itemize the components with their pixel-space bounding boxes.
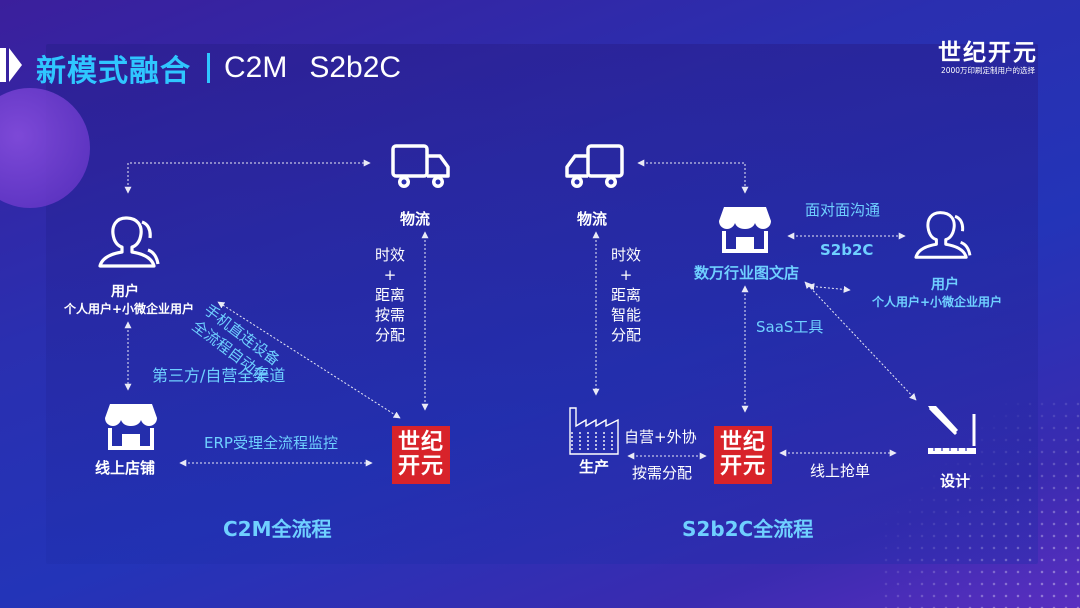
- link-logistics-store: [637, 159, 749, 194]
- store-icon: [719, 207, 771, 253]
- right-design-label: 设计: [940, 472, 971, 490]
- user-icon: [914, 211, 972, 259]
- brand-tagline: 2000万印刷定制用户的选择: [940, 66, 1036, 75]
- title-sub: C2M S2b2C: [224, 51, 423, 85]
- right-logistics-label: 物流: [577, 210, 608, 228]
- left-footer: C2M全流程: [223, 517, 332, 541]
- title-main: 新模式融合: [36, 54, 191, 89]
- logo-line-2: 开元: [719, 454, 766, 479]
- link-user-logistics: [124, 159, 371, 194]
- right-stack-item: +: [619, 266, 633, 284]
- logo-line-1: 世纪: [719, 430, 766, 455]
- right-stack-item: 智能: [610, 306, 641, 324]
- factory-icon: [569, 407, 619, 455]
- title-sub-c2m: C2M: [224, 51, 288, 84]
- right-user-sub: 个人用户+小微企业用户: [872, 295, 1003, 309]
- logo-line-1: 世纪: [397, 430, 444, 455]
- title-sub-s2b2c: S2b2C: [309, 51, 402, 84]
- right-production-label: 生产: [579, 458, 610, 476]
- right-s2b2c-link: S2b2C: [820, 241, 874, 259]
- design-icon: [928, 406, 976, 454]
- right-self-outsource: 自营+外协: [624, 428, 697, 446]
- title-separator: [207, 53, 210, 83]
- left-logistics-label: 物流: [400, 210, 431, 228]
- store-icon: [105, 404, 157, 450]
- right-stack-item: 分配: [610, 326, 641, 344]
- right-saas: SaaS工具: [756, 318, 824, 336]
- left-vertical-stack: 时效 + 距离 按需 分配: [368, 245, 412, 345]
- right-store-label: 数万行业图文店: [694, 264, 800, 282]
- left-stack-item: 距离: [374, 286, 405, 304]
- user-icon: [98, 216, 160, 268]
- right-face-to-face: 面对面沟通: [805, 201, 881, 219]
- link-store-design: [804, 281, 917, 401]
- right-stack-item: 距离: [610, 286, 641, 304]
- right-stack-item: 时效: [610, 246, 641, 264]
- right-online-grab: 线上抢单: [810, 462, 871, 480]
- brand-logo: 世纪开元 2000万印刷定制用户的选择: [936, 40, 1040, 76]
- right-vertical-stack: 时效 + 距离 智能 分配: [604, 245, 648, 345]
- right-on-demand: 按需分配: [632, 464, 693, 482]
- brand-name: 世纪开元: [938, 40, 1038, 66]
- left-user-label: 用户: [111, 284, 139, 300]
- link-store-user-diag: [807, 283, 851, 293]
- truck-icon: [565, 144, 624, 188]
- left-stack-item: 分配: [374, 326, 405, 344]
- truck-icon: [391, 144, 450, 188]
- left-erp: ERP受理全流程监控: [204, 434, 338, 452]
- left-stack-item: 按需: [374, 306, 405, 324]
- left-stack-item: +: [383, 266, 397, 284]
- logo-line-2: 开元: [397, 454, 444, 479]
- left-third-party: 第三方/自营全渠道: [152, 366, 286, 385]
- left-factory-logo: 世纪 开元: [392, 426, 450, 484]
- decor-dot-grid: [880, 398, 1080, 608]
- page-title: 新模式融合 C2M S2b2C: [36, 48, 423, 89]
- right-user-label: 用户: [931, 277, 959, 293]
- left-stack-item: 时效: [374, 246, 405, 264]
- right-footer: S2b2C全流程: [682, 517, 814, 541]
- left-store-label: 线上店铺: [95, 459, 156, 477]
- right-factory-logo: 世纪 开元: [714, 426, 772, 484]
- left-user-sub: 个人用户+小微企业用户: [64, 302, 195, 316]
- title-marker-icon: [0, 48, 22, 82]
